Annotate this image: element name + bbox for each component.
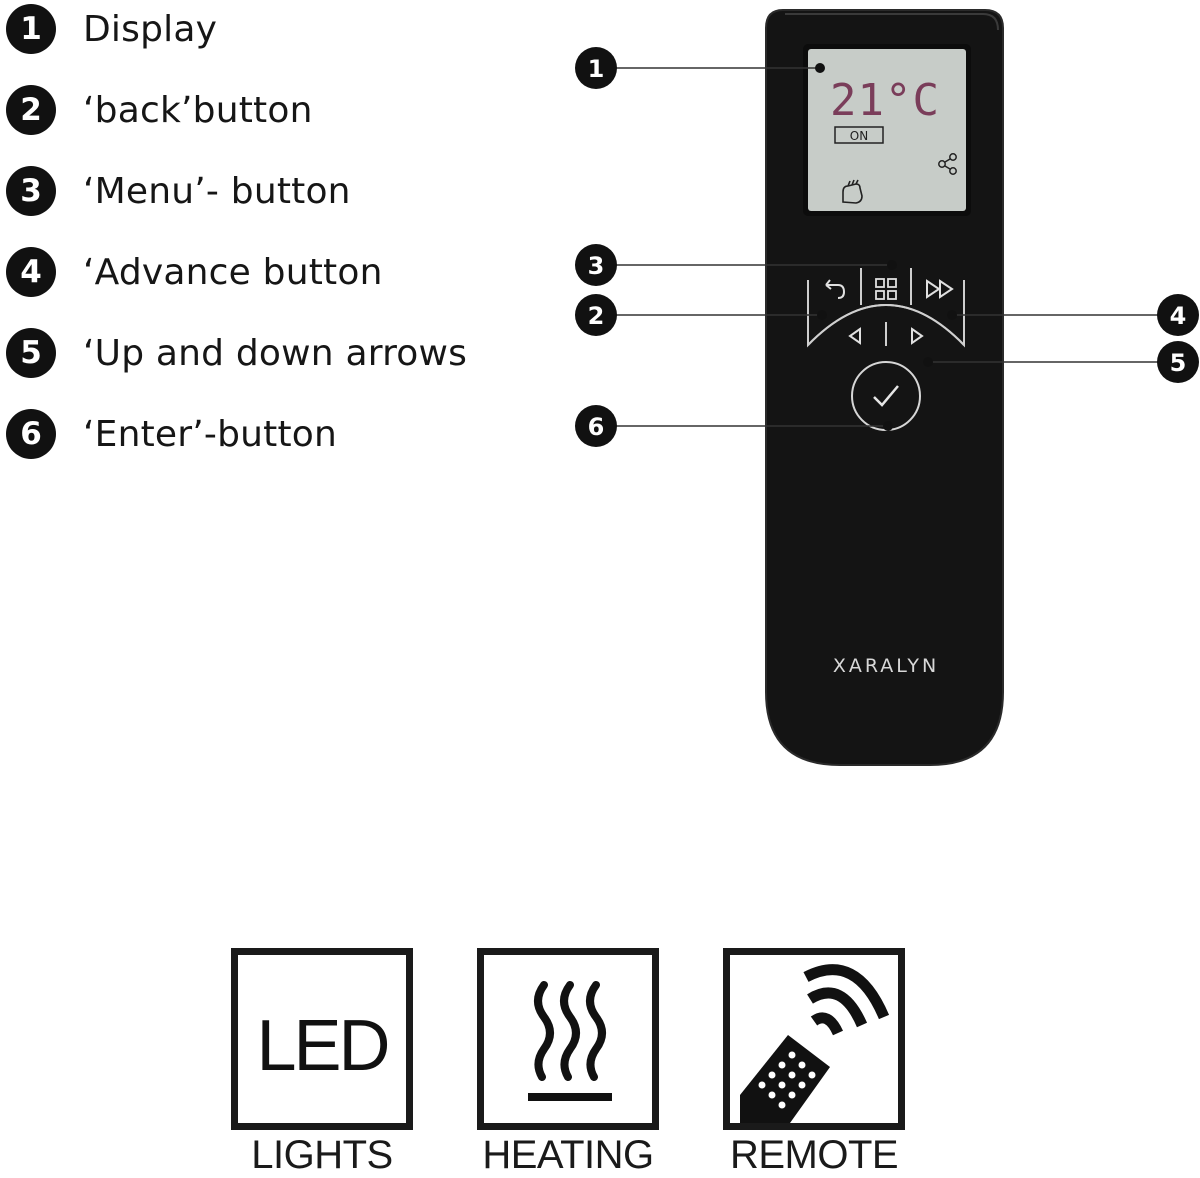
lcd-on-badge — [834, 126, 884, 144]
led-icon: LED — [231, 948, 413, 1130]
legend-item-back-button: 2 ‘back’button — [6, 84, 313, 136]
callout-badge-6: 6 — [575, 405, 617, 447]
legend-item-menu-button: 3 ‘Menu’- button — [6, 165, 351, 217]
callout-badge-2: 2 — [575, 294, 617, 336]
back-button[interactable] — [810, 268, 860, 308]
fast-forward-icon — [926, 279, 954, 299]
legend-label-enter-button: ‘Enter’-button — [83, 413, 338, 455]
advance-button[interactable] — [912, 268, 962, 308]
callout-badge-5: 5 — [1157, 341, 1199, 383]
legend-number-1: 1 — [6, 4, 56, 54]
callout-number-5: 5 — [1170, 349, 1187, 377]
legend-label-arrows: ‘Up and down arrows — [83, 332, 468, 374]
remote-bezel-highlight — [785, 13, 999, 31]
callout-number-6: 6 — [588, 413, 605, 441]
grid-icon — [875, 278, 897, 300]
feature-label-heating: HEATING — [482, 1133, 654, 1177]
brand-name: XARALYN — [833, 655, 939, 677]
callout-number-1: 1 — [588, 55, 605, 83]
arrow-arc — [807, 304, 965, 346]
right-triangle-icon — [911, 327, 924, 345]
up-arrow-button[interactable] — [888, 322, 934, 350]
feature-label-lights: LIGHTS — [251, 1133, 393, 1177]
legend-number-3: 3 — [6, 166, 56, 216]
legend-item-display: 1 Display — [6, 3, 217, 55]
menu-button[interactable] — [862, 268, 910, 308]
heat-waves-icon — [477, 948, 659, 1130]
lcd-on-label: ON — [850, 129, 868, 143]
remote-signal-icon — [723, 948, 905, 1130]
callout-badge-1: 1 — [575, 47, 617, 89]
callout-number-4: 4 — [1170, 302, 1187, 330]
legend-label-menu-button: ‘Menu’- button — [83, 170, 351, 212]
enter-button[interactable] — [851, 361, 921, 431]
remote-diagram: 21°C ON — [575, 9, 1199, 766]
button-panel — [807, 268, 965, 348]
legend-number-5: 5 — [6, 328, 56, 378]
legend-number-6: 6 — [6, 409, 56, 459]
legend-item-arrows: 5 ‘Up and down arrows — [6, 327, 467, 379]
callout-dots — [815, 63, 957, 431]
callout-lines — [596, 67, 1178, 427]
legend-number-2: 2 — [6, 85, 56, 135]
lcd-screen — [808, 49, 966, 211]
callout-badge-4: 4 — [1157, 294, 1199, 336]
down-arrow-button[interactable] — [838, 322, 884, 350]
callout-number-2: 2 — [588, 302, 605, 330]
left-triangle-icon — [848, 327, 861, 345]
check-icon — [873, 385, 899, 407]
callout-number-3: 3 — [588, 252, 605, 280]
hand-icon — [842, 179, 863, 204]
legend-number-4: 4 — [6, 247, 56, 297]
callout-badge-3: 3 — [575, 244, 617, 286]
legend-item-advance-button: 4 ‘Advance button — [6, 246, 383, 298]
legend-item-enter-button: 6 ‘Enter’-button — [6, 408, 337, 460]
back-arrow-icon — [825, 279, 846, 299]
share-icon — [938, 153, 957, 175]
legend-label-advance-button: ‘Advance button — [83, 251, 383, 293]
led-icon-text: LED — [256, 1006, 390, 1086]
feature-label-remote: REMOTE — [729, 1133, 899, 1177]
lcd-temperature: 21°C — [830, 75, 940, 126]
legend-label-back-button: ‘back’button — [83, 89, 313, 131]
legend-label-display: Display — [83, 8, 218, 50]
